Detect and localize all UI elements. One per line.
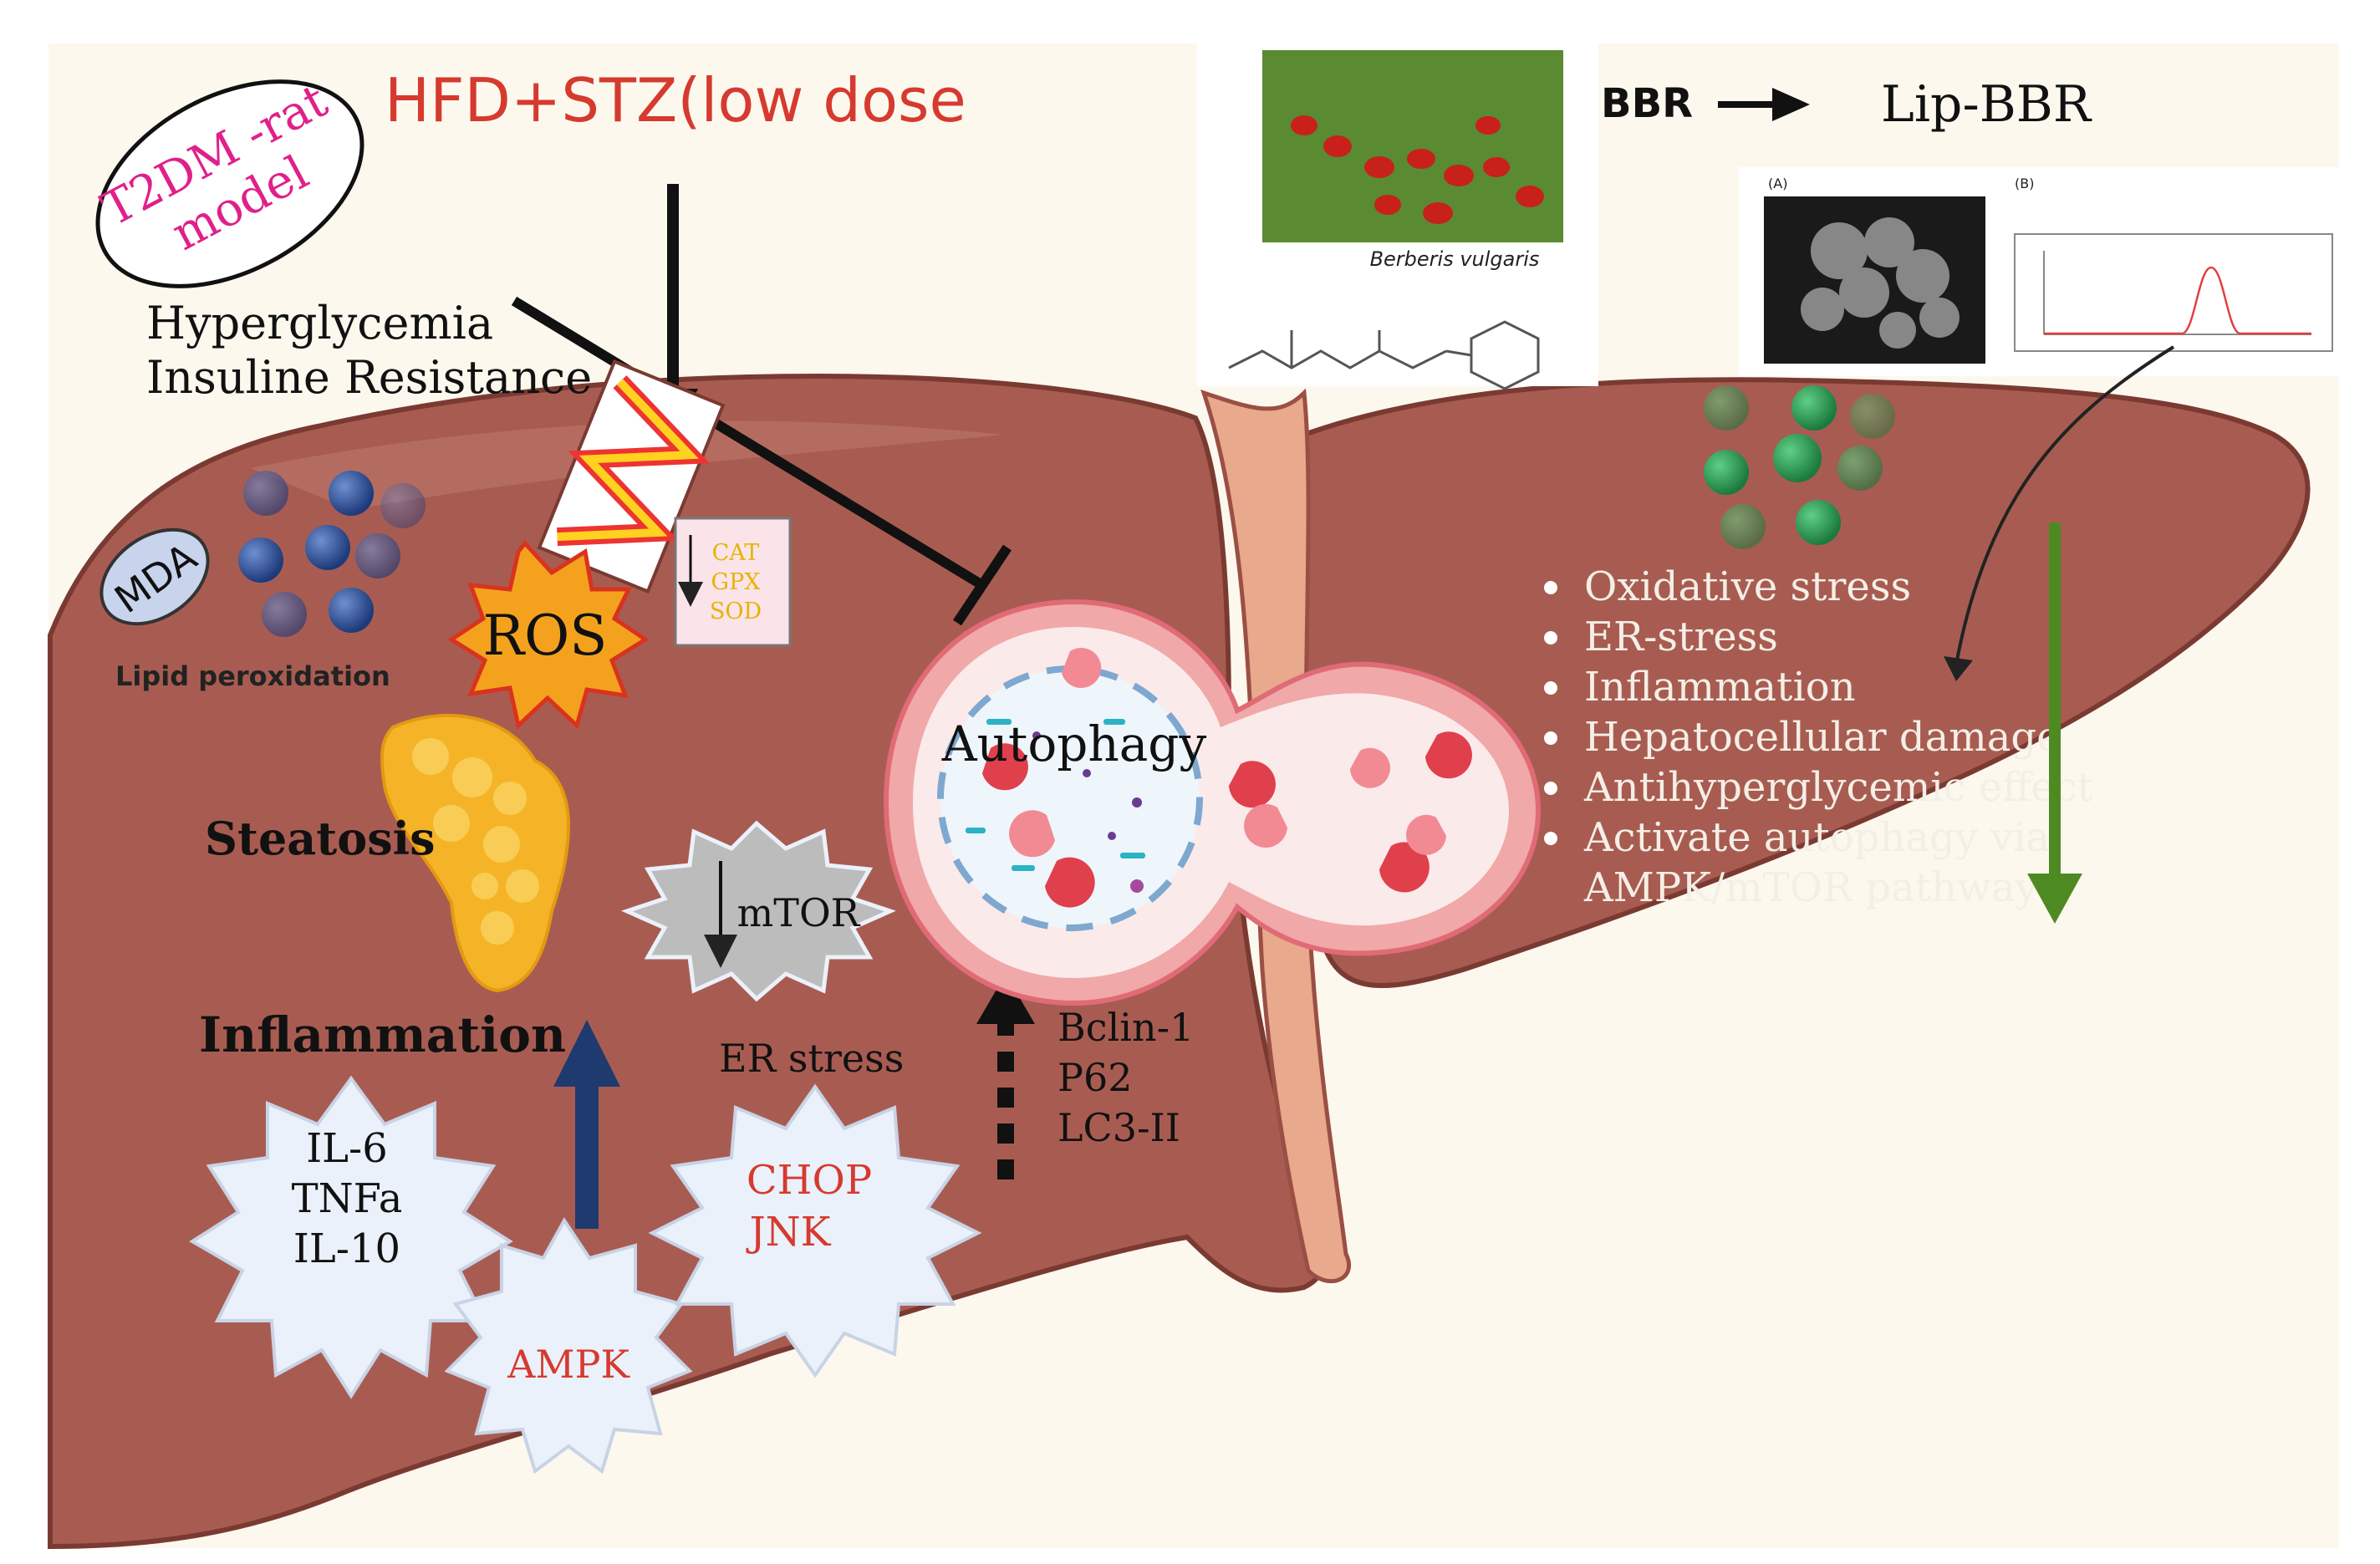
marker-beclin1: Bclin-1 bbox=[1057, 1005, 1194, 1050]
size-distribution-plot bbox=[2014, 233, 2333, 352]
effect-item: Activate autophagy via bbox=[1583, 814, 2050, 861]
characterization-panel: (A) (B) bbox=[1739, 167, 2341, 376]
inflammation-title: Inflammation bbox=[199, 1006, 566, 1063]
ampk-label: AMPK bbox=[507, 1342, 630, 1387]
steatosis-label: Steatosis bbox=[205, 812, 436, 865]
autophagosome: Autophagy bbox=[883, 599, 1542, 1006]
lip-bbr-nanoparticles bbox=[1704, 385, 1895, 549]
green-down-arrow-shaft bbox=[2049, 522, 2061, 882]
effect-item: AMPK/mTOR pathway bbox=[1583, 864, 2038, 911]
marker-lc3ii: LC3-II bbox=[1057, 1105, 1180, 1150]
cytokine-il10: IL-10 bbox=[293, 1225, 400, 1272]
damage-zigzag bbox=[537, 359, 726, 594]
berberine-structure bbox=[1228, 320, 1540, 390]
mtor-label: mTOR bbox=[737, 890, 861, 935]
er-marker-jnk: JNK bbox=[745, 1209, 831, 1256]
green-down-arrowhead bbox=[2027, 874, 2082, 924]
marker-p62: P62 bbox=[1057, 1055, 1132, 1100]
inhibition-bar bbox=[953, 544, 1012, 626]
cytokine-il6: IL-6 bbox=[306, 1125, 388, 1172]
plant-caption: Berberis vulgaris bbox=[1370, 247, 1540, 271]
er-marker-chop: CHOP bbox=[747, 1157, 872, 1204]
autophagy-marker-arrow bbox=[976, 974, 1035, 1179]
enzyme-sod: SOD bbox=[710, 599, 762, 624]
effect-item: Hepatocellular damage bbox=[1584, 714, 2060, 761]
cytokine-tnfa: TNFa bbox=[292, 1175, 403, 1222]
effect-item: Inflammation bbox=[1584, 664, 1856, 711]
condition-insulin-resistance: Insuline Resistance bbox=[146, 351, 592, 404]
bbr-label: BBR bbox=[1601, 80, 1693, 127]
cytokine-burst: IL-6 TNFa IL-10 bbox=[189, 1075, 513, 1399]
lipid-particles bbox=[238, 471, 426, 637]
lip-bbr-curved-arrowhead bbox=[1944, 656, 1973, 681]
enzyme-gpx: GPX bbox=[711, 569, 762, 595]
lip-bbr-curved-arrow bbox=[1954, 345, 2175, 665]
enzyme-cat: CAT bbox=[712, 540, 760, 566]
er-stress-label: ER stress bbox=[719, 1036, 904, 1081]
autophagy-label: Autophagy bbox=[941, 716, 1207, 772]
effect-item: Antihyperglycemic effect bbox=[1583, 764, 2093, 811]
lip-bbr-label: Lip-BBR bbox=[1881, 75, 2092, 134]
er-stress-burst: CHOP JNK bbox=[648, 1083, 982, 1378]
effect-item: ER-stress bbox=[1584, 614, 1778, 660]
tem-label-b: (B) bbox=[2015, 176, 2034, 191]
effects-list: Oxidative stress ER-stress Inflammation … bbox=[1544, 563, 2093, 911]
lipid-peroxidation-label: Lipid peroxidation bbox=[115, 660, 390, 692]
condition-hyperglycemia: Hyperglycemia bbox=[146, 297, 493, 349]
mtor-burst: mTOR bbox=[621, 820, 896, 1002]
induction-label: HFD+STZ(low dose bbox=[385, 65, 966, 135]
fat-droplet bbox=[380, 713, 570, 993]
ampk-up-arrowhead bbox=[553, 1020, 620, 1087]
ampk-up-arrow-shaft bbox=[575, 1083, 599, 1229]
ros-label: ROS bbox=[482, 604, 607, 668]
ros-burst: ROS bbox=[447, 540, 650, 730]
effect-item: Oxidative stress bbox=[1584, 563, 1911, 610]
inhibition-line bbox=[511, 296, 986, 590]
ampk-burst: AMPK bbox=[444, 1217, 693, 1475]
bbr-arrowhead bbox=[1772, 88, 1810, 121]
t2dm-model-badge: T2DM -rat model bbox=[94, 74, 364, 288]
antioxidant-box: CAT GPX SOD bbox=[674, 517, 792, 647]
plant-panel: Berberis vulgaris bbox=[1197, 43, 1598, 390]
tem-label-a: (A) bbox=[1768, 176, 1787, 191]
